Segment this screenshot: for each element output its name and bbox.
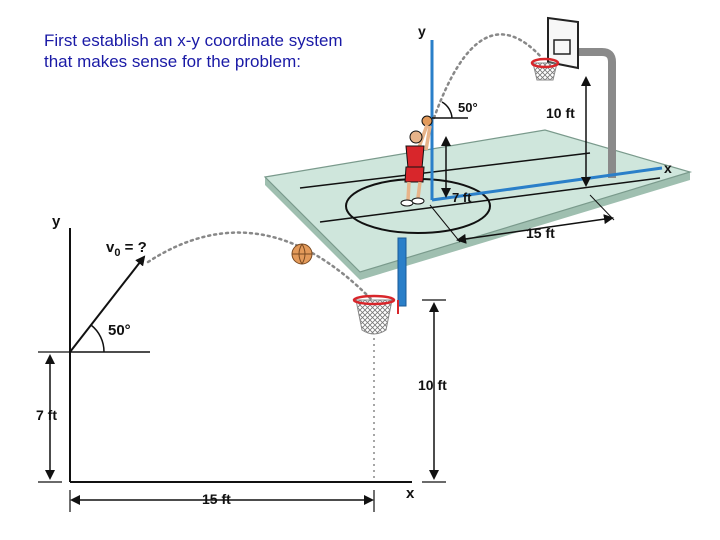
court-horizontal-distance-label: 15 ft <box>526 225 555 241</box>
side-y-axis-label: y <box>52 213 61 230</box>
hoop-pole <box>572 48 616 178</box>
court-ball-trajectory <box>432 33 544 120</box>
side-release-height-label: 7 ft <box>36 407 57 423</box>
backboard <box>547 16 579 70</box>
court-x-axis-label: x <box>664 160 672 176</box>
court-dimension-extension <box>589 194 615 221</box>
court-x-axis <box>431 166 663 202</box>
side-x-axis-label: x <box>406 485 415 502</box>
court-angle-arc <box>441 101 453 119</box>
court-horizontal-distance-dimension <box>456 214 614 244</box>
court-rim-height-label: 10 ft <box>546 105 575 121</box>
court-dimension-extension <box>429 204 461 243</box>
court-angle-label: 50° <box>458 100 478 115</box>
side-backboard <box>397 237 407 307</box>
side-hoop-rim <box>352 294 396 306</box>
side-angle-label: 50° <box>108 322 131 339</box>
backboard-square <box>553 39 571 55</box>
court-release-height-label: 7 ft <box>452 190 472 205</box>
basketball <box>291 243 313 265</box>
side-rim-height-label: 10 ft <box>418 377 447 393</box>
side-horizontal-distance-label: 15 ft <box>202 491 231 507</box>
hoop-rim <box>530 57 560 69</box>
initial-velocity-label: v0 = ? <box>106 239 147 259</box>
court-line <box>319 177 661 223</box>
side-view-diagram: y x v0 = ? 50° 10 ft 7 ft <box>36 213 447 512</box>
initial-velocity-vector <box>69 255 146 353</box>
side-ball-trajectory <box>146 231 374 302</box>
basketball-player <box>400 115 433 207</box>
court-y-axis-label: y <box>418 23 426 39</box>
intro-text: First establish an x-y coordinate system… <box>44 31 343 71</box>
court-illustration: y x 50° 10 ft 7 ft 15 ft <box>263 16 693 280</box>
side-hoop-net <box>355 299 393 335</box>
side-angle-arc <box>90 324 105 353</box>
